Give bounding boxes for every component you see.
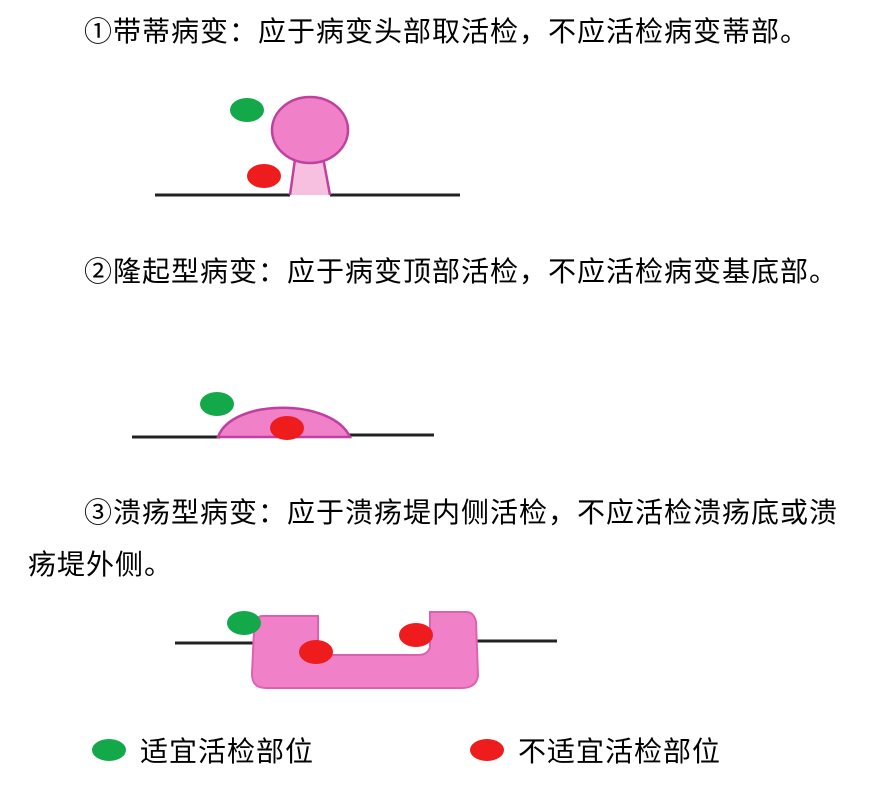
figure-pedunculated-lesion bbox=[155, 95, 460, 197]
figure-ulcerative-lesion bbox=[175, 611, 557, 689]
paragraph-protruding: ②隆起型病变：应于病变顶部活检，不应活检病变基底部。 bbox=[84, 255, 839, 288]
legend-suitable-marker bbox=[92, 739, 126, 761]
legend-suitable: 适宜活检部位 bbox=[92, 730, 314, 770]
unsuitable-marker bbox=[247, 164, 281, 188]
suitable-marker bbox=[200, 392, 234, 416]
unsuitable-marker-left bbox=[299, 640, 333, 664]
unsuitable-marker-right bbox=[399, 623, 433, 647]
paragraph-ulcerative: ③溃疡型病变：应于溃疡堤内侧活检，不应活检溃疡底或溃疡堤外侧。 bbox=[28, 496, 839, 581]
ulcer-body bbox=[250, 611, 480, 689]
legend-unsuitable-label: 不适宜活检部位 bbox=[518, 735, 722, 768]
suitable-marker bbox=[230, 98, 264, 122]
unsuitable-marker bbox=[270, 416, 304, 440]
legend-unsuitable: 不适宜活检部位 bbox=[470, 730, 721, 770]
suitable-marker bbox=[227, 611, 261, 635]
figure-protruding-lesion bbox=[132, 392, 434, 440]
lesion-head bbox=[270, 95, 350, 165]
legend-suitable-label: 适宜活检部位 bbox=[140, 735, 315, 768]
legend-unsuitable-marker bbox=[470, 739, 504, 761]
paragraph-pedunculated: ①带蒂病变：应于病变头部取活检，不应活检病变蒂部。 bbox=[84, 15, 810, 48]
